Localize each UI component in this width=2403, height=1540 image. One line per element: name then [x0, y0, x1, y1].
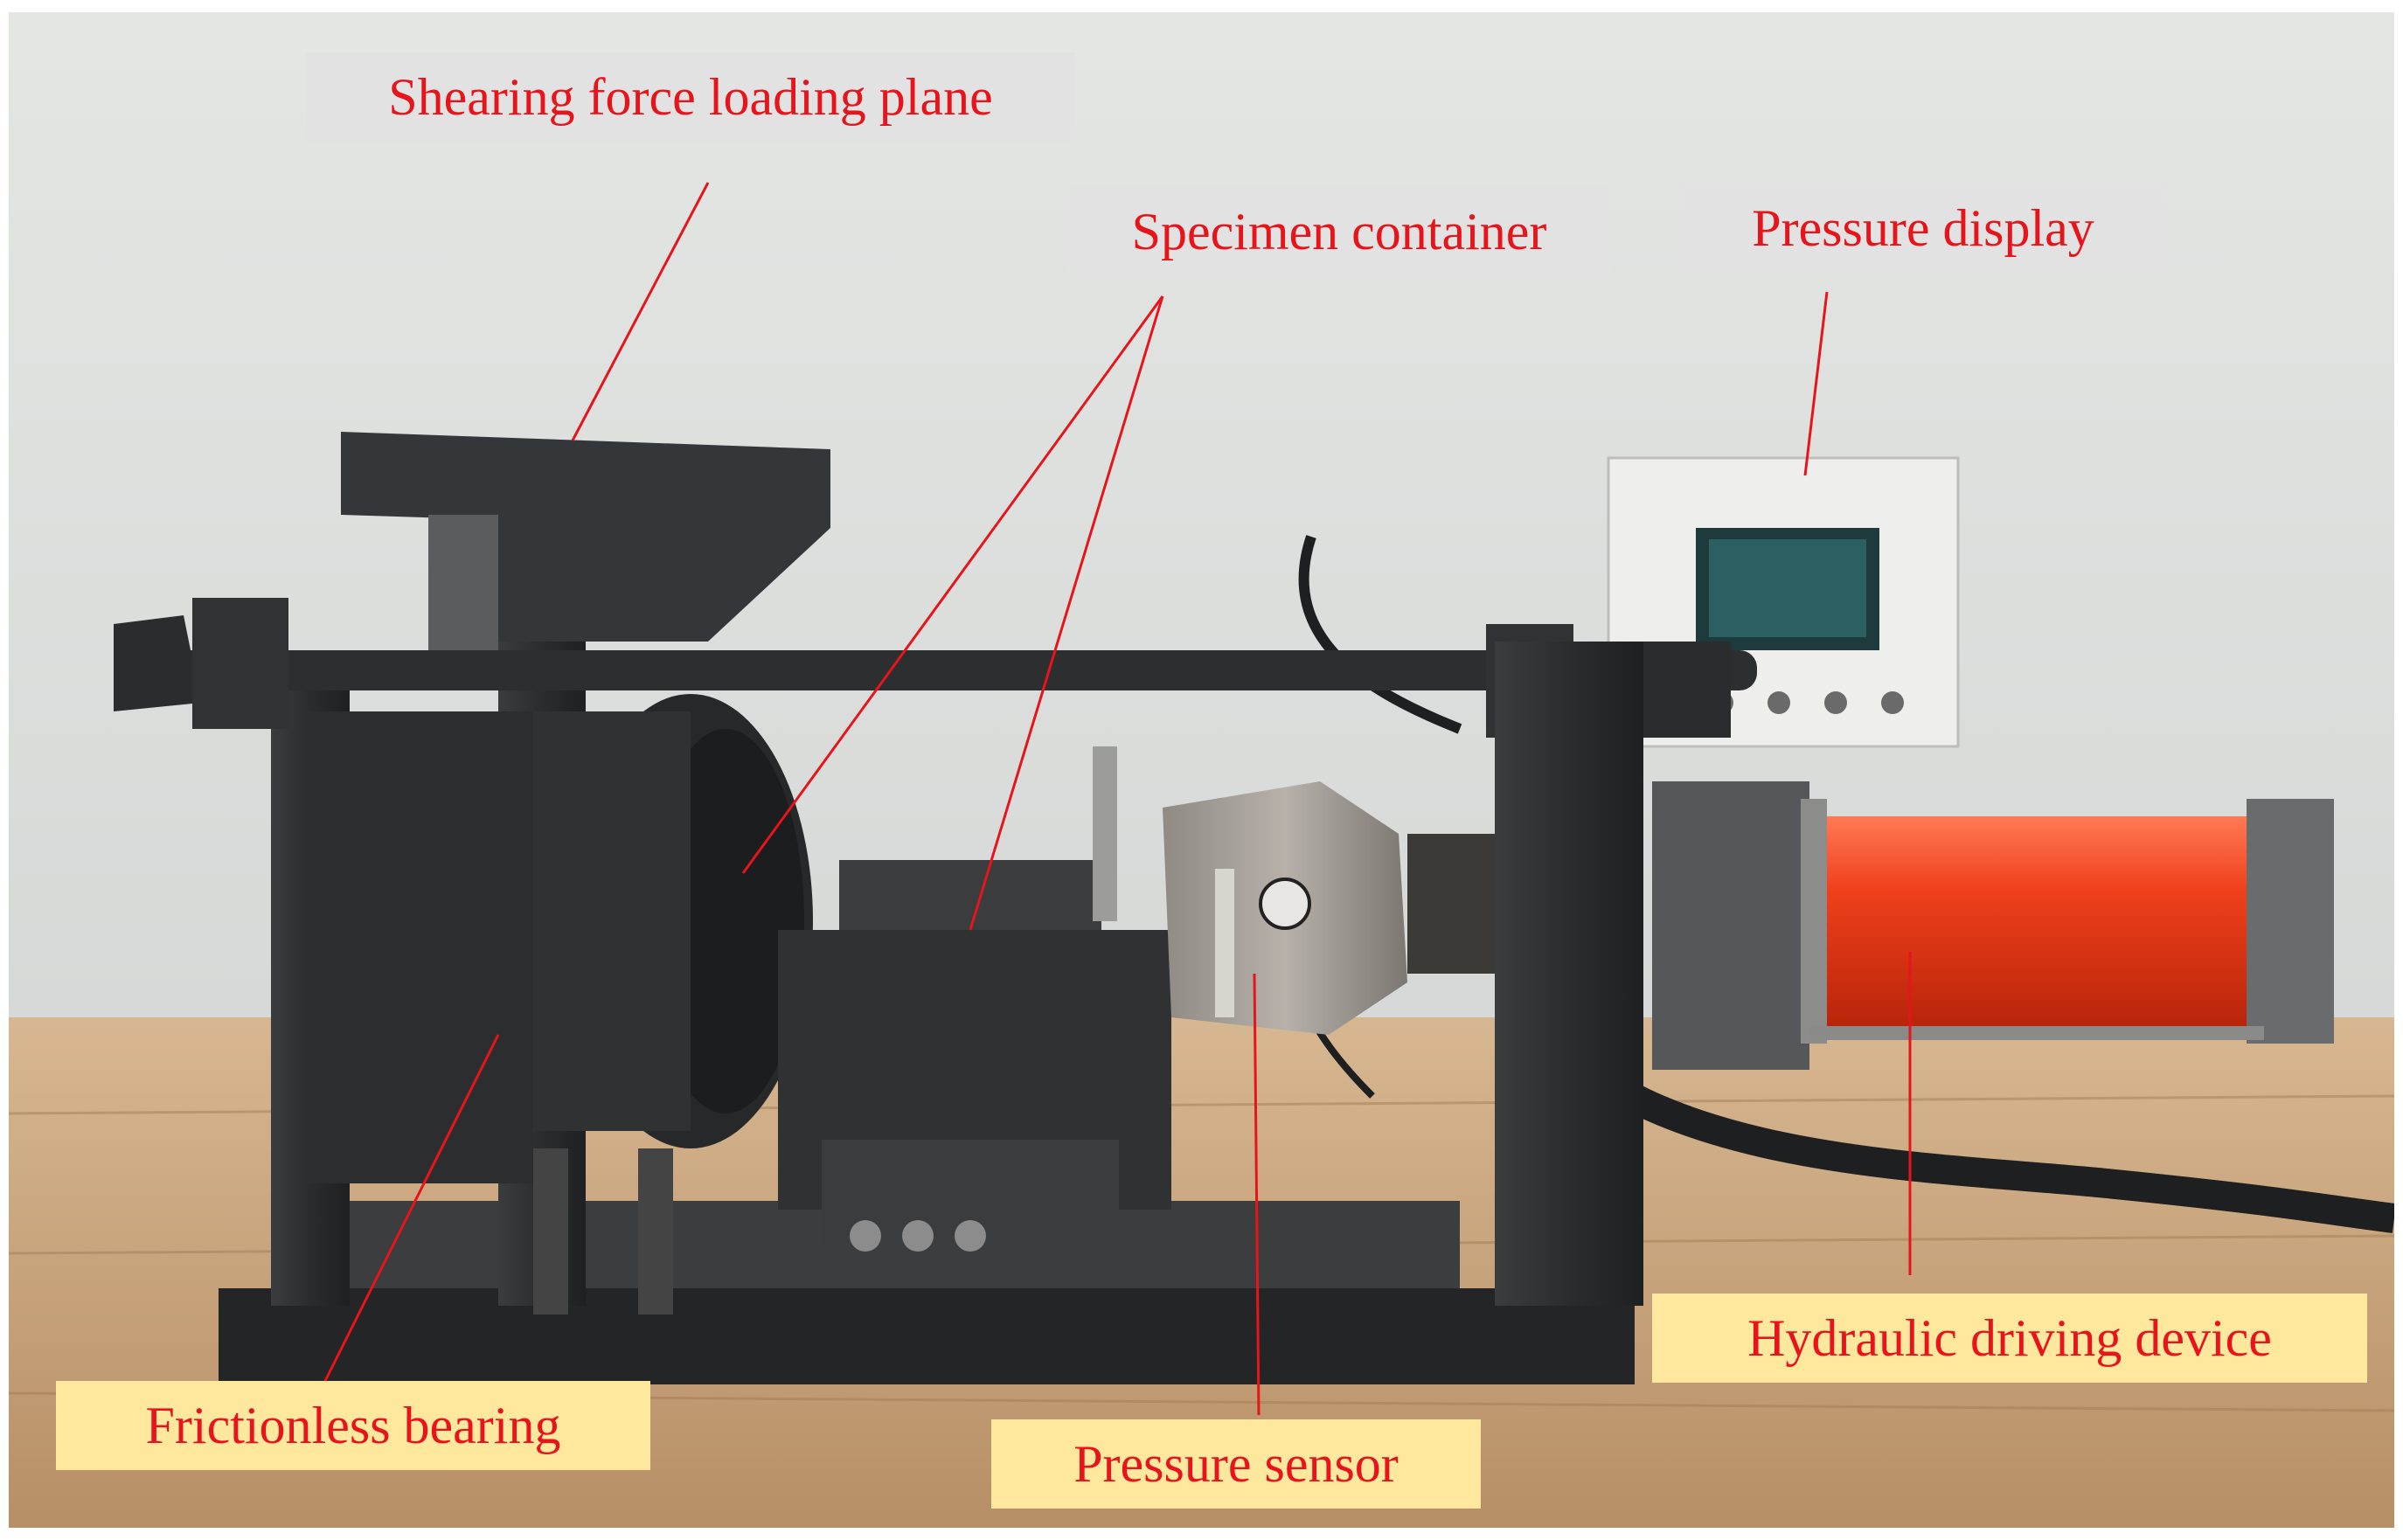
label-specimen-container: Specimen container	[1066, 187, 1612, 276]
label-pressure-display: Pressure display	[1680, 184, 2166, 273]
label-pressure-sensor: Pressure sensor	[991, 1419, 1481, 1509]
leader-shearing-plane	[571, 182, 710, 441]
leader-lines	[322, 182, 1912, 1416]
label-frictionless-bearing: Frictionless bearing	[56, 1381, 650, 1470]
leader-specimen-container-1	[741, 295, 1164, 874]
figure-frame: Shearing force loading plane Specimen co…	[9, 12, 2394, 1528]
label-shearing-force-loading-plane: Shearing force loading plane	[306, 52, 1075, 142]
leader-pressure-display	[1803, 291, 1829, 476]
label-hydraulic-driving-device: Hydraulic driving device	[1652, 1294, 2367, 1383]
leader-frictionless-bearing	[322, 1034, 500, 1385]
leader-specimen-container-2	[969, 295, 1164, 931]
leader-pressure-sensor	[1253, 973, 1261, 1416]
